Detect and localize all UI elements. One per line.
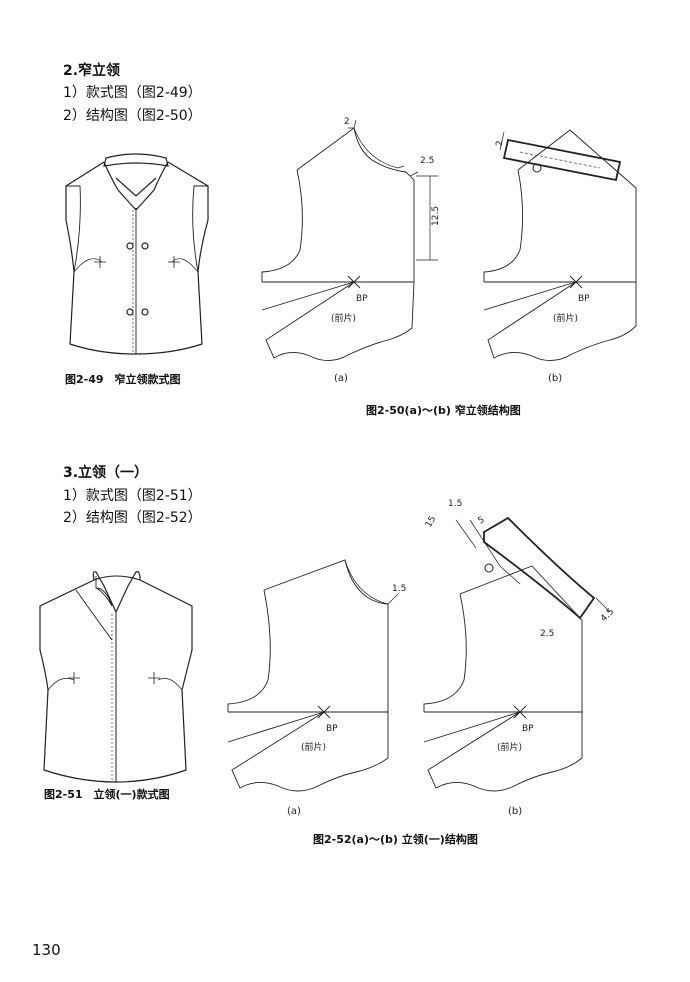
- label-52a-bp: BP: [326, 724, 338, 734]
- label-52b-4-5: 4.5: [599, 607, 616, 624]
- label-50a-2-5: 2.5: [420, 156, 434, 166]
- section-heading-stand-collar-1: 3.立领（一）: [63, 465, 149, 481]
- figure-caption-2-50: 图2-50(a)～(b) 窄立领结构图: [366, 404, 521, 417]
- label-52a-sub: (a): [287, 806, 301, 817]
- pattern-2-52a: [227, 559, 399, 792]
- label-52b-sub: (b): [508, 806, 522, 817]
- pattern-2-50b: [483, 129, 637, 361]
- vest-illustration-2-51: [39, 571, 193, 783]
- label-50a-12-5: 12.5: [431, 206, 441, 226]
- label-52b-15: 15: [424, 515, 438, 530]
- section-heading-narrow-stand-collar: 2.窄立领: [63, 63, 121, 79]
- page-number: 130: [32, 941, 61, 959]
- label-52a-front-piece: (前片): [301, 741, 326, 753]
- figure-caption-2-49: 图2-49 窄立领款式图: [65, 373, 181, 386]
- vest-illustration-2-49: [65, 153, 209, 355]
- label-52b-5: 5: [477, 515, 487, 527]
- item-style-drawing: 1）款式图（图2-51）: [63, 488, 202, 504]
- label-50a-sub: (a): [334, 373, 348, 384]
- label-52b-1-5: 1.5: [448, 499, 462, 509]
- label-50a-bp: BP: [356, 294, 368, 304]
- label-50b-sub: (b): [548, 373, 562, 384]
- item-structure-drawing: 2）结构图（图2-52）: [63, 510, 202, 526]
- pattern-2-52b: [423, 516, 611, 792]
- label-52a-1-5: 1.5: [392, 584, 406, 594]
- label-50a-2: 2: [344, 117, 350, 127]
- label-52b-front-piece: (前片): [497, 741, 522, 753]
- figure-caption-2-52: 图2-52(a)～(b) 立领(一)结构图: [313, 833, 478, 846]
- item-structure-drawing: 2）结构图（图2-50）: [63, 108, 202, 124]
- label-50b-2: 2: [495, 140, 505, 146]
- label-52b-bp: BP: [522, 724, 534, 734]
- label-50a-front-piece: (前片): [331, 312, 356, 324]
- pattern-2-50a: [261, 119, 438, 361]
- item-style-drawing: 1）款式图（图2-49）: [63, 85, 202, 101]
- label-50b-front-piece: (前片): [553, 312, 578, 324]
- figure-caption-2-51: 图2-51 立领(一)款式图: [44, 788, 170, 801]
- label-52b-2-5: 2.5: [540, 629, 554, 639]
- label-50b-bp: BP: [578, 294, 590, 304]
